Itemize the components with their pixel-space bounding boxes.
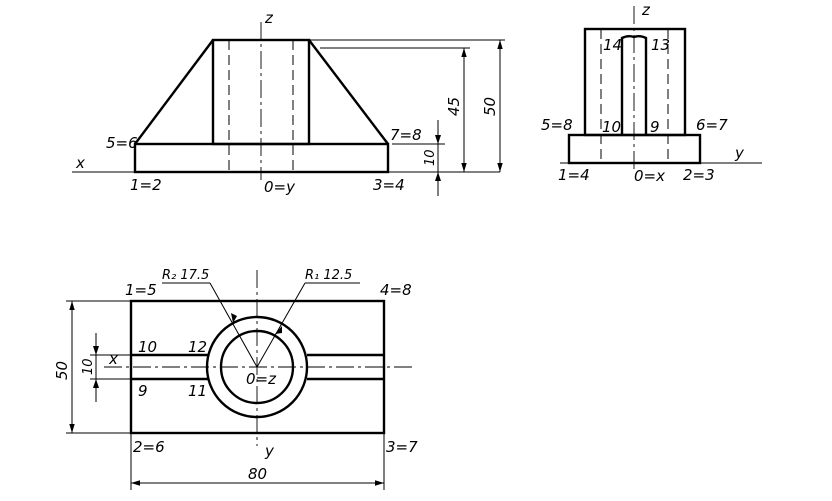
side-view: z y 14 13 5=8 10 9 6=7 1=4 0=x 2=3 bbox=[541, 1, 762, 185]
side-label-9: 9 bbox=[650, 118, 660, 136]
top-dim-10: 10 bbox=[81, 358, 96, 375]
front-dim-50: 50 bbox=[481, 97, 499, 116]
arrow-r2 bbox=[231, 313, 237, 323]
side-slot bbox=[620, 35, 648, 135]
outer-circle-r2 bbox=[205, 315, 309, 419]
dimension-arrows-10-top bbox=[93, 346, 99, 388]
top-view: R₂ 17.5 R₁ 12.5 1=5 4=8 10 12 x 9 11 0=z… bbox=[53, 268, 418, 490]
side-label-6-7: 6=7 bbox=[696, 116, 728, 134]
top-label-y: y bbox=[264, 442, 275, 460]
radius-r1-label: R₁ 12.5 bbox=[305, 268, 352, 283]
top-label-1-5: 1=5 bbox=[125, 281, 157, 299]
top-base-outline bbox=[129, 299, 386, 435]
front-dim-10: 10 bbox=[423, 149, 438, 166]
front-label-5-6: 5=6 bbox=[106, 134, 138, 152]
side-base-plate bbox=[567, 133, 702, 165]
top-label-4-8: 4=8 bbox=[380, 281, 412, 299]
top-label-10: 10 bbox=[138, 338, 157, 356]
base-plate bbox=[133, 142, 390, 174]
side-y-axis-label: y bbox=[734, 144, 745, 162]
front-label-1-2: 1=2 bbox=[130, 176, 162, 194]
top-label-3-7: 3=7 bbox=[386, 438, 418, 456]
top-label-0-z: 0=z bbox=[246, 370, 277, 388]
top-label-9: 9 bbox=[138, 382, 148, 400]
leader-r1 bbox=[256, 282, 306, 368]
front-label-0-y: 0=y bbox=[264, 178, 296, 196]
side-label-0-x: 0=x bbox=[634, 167, 665, 185]
top-label-12: 12 bbox=[188, 338, 207, 356]
front-label-3-4: 3=4 bbox=[373, 176, 405, 194]
inner-circle-r1 bbox=[219, 329, 295, 405]
front-z-axis-label: z bbox=[264, 9, 274, 27]
side-label-10: 10 bbox=[602, 118, 621, 136]
front-view: z x 5=6 7=8 1=2 0=y 3=4 45 50 10 bbox=[72, 9, 505, 196]
side-z-axis-label: z bbox=[641, 1, 651, 19]
left-rib bbox=[134, 39, 214, 145]
top-label-2-6: 2=6 bbox=[133, 438, 165, 456]
radius-r2-label: R₂ 17.5 bbox=[162, 268, 209, 283]
right-rib bbox=[308, 39, 389, 145]
side-label-14: 14 bbox=[603, 36, 622, 54]
side-label-5-8: 5=8 bbox=[541, 116, 573, 134]
front-label-7-8: 7=8 bbox=[390, 126, 422, 144]
front-x-axis-label: x bbox=[75, 154, 85, 172]
cylinder-body bbox=[211, 38, 311, 146]
top-dim-50: 50 bbox=[53, 361, 71, 380]
top-dim-80: 80 bbox=[248, 465, 267, 483]
side-label-2-3: 2=3 bbox=[683, 166, 715, 184]
arrow-r1 bbox=[275, 326, 282, 334]
side-cylinder-body bbox=[583, 27, 687, 137]
top-label-11: 11 bbox=[188, 382, 207, 400]
leader-r2 bbox=[209, 282, 258, 368]
side-label-13: 13 bbox=[651, 36, 670, 54]
top-label-x: x bbox=[108, 350, 118, 368]
side-label-1-4: 1=4 bbox=[558, 166, 590, 184]
front-dim-45: 45 bbox=[445, 97, 463, 116]
